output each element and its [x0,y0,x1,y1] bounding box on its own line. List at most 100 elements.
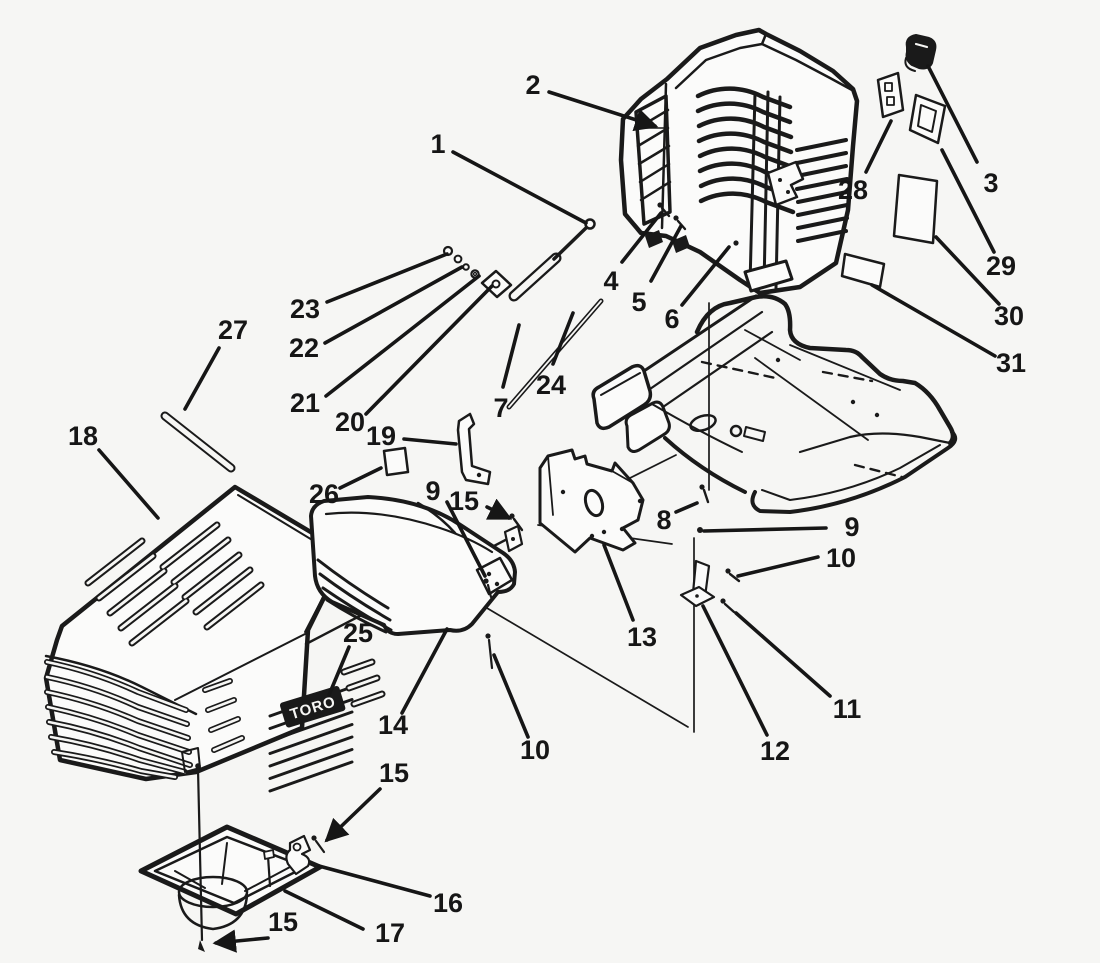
leader-line-7-6 [501,323,521,389]
hood-grille-bars [44,659,193,780]
pod-bracket [475,556,514,596]
leader-line-24-27 [551,311,575,366]
leader-line-17-19 [283,889,365,931]
callout-label-26-29: 26 [309,479,339,509]
pod-grille-bars [316,558,393,634]
leader-line-14-13 [400,627,449,715]
callout-label-2-1: 2 [525,70,540,100]
leader-line-5-4 [649,224,683,283]
callout-label-29-32: 29 [986,251,1016,281]
grille-housing [618,27,860,296]
callout-label-9-8: 9 [844,512,859,542]
callout-label-16-18: 16 [433,888,463,918]
callout-label-13-12: 13 [627,622,657,652]
leader-line-8-7 [674,501,699,514]
callout-label-21-24: 21 [290,388,320,418]
callout-label-18-21: 18 [68,421,98,451]
callout-label-24-27: 24 [536,370,566,400]
leader-line-28-31 [864,119,893,174]
callout-label-10-16: 10 [520,735,550,765]
leader-line-26-29 [338,466,383,490]
leader-line-12-11 [701,604,769,737]
callout-label-20-23: 20 [335,407,365,437]
leader-line-18-21 [97,448,160,520]
clevis-bracket [480,269,513,299]
callout-label-17-19: 17 [375,918,405,948]
hinge-tab [766,160,805,207]
callout-label-7-6: 7 [493,393,508,423]
callout-label-3-2: 3 [983,168,998,198]
callout-label-12-11: 12 [760,736,790,766]
callout-label-5-4: 5 [631,287,646,317]
leader-line-23-26 [325,252,449,304]
leader-line-9-8 [702,526,828,533]
callout-label-22-25: 22 [289,333,319,363]
callout-label-15-17: 15 [379,758,409,788]
right-fasteners [697,484,741,614]
spacer-21 [462,263,470,271]
grille-pod [309,495,524,636]
decal-31 [840,252,886,289]
frame [591,294,958,514]
callout-label-19-22: 19 [366,421,396,451]
callout-label-10-9: 10 [826,543,856,573]
callout-label-31-34: 31 [996,348,1026,378]
callout-label-27-30: 27 [218,315,248,345]
leader-line-3-2 [926,64,979,164]
leader-line-27-30 [183,346,221,411]
leader-line-15-14 [485,498,513,520]
trim-strip [160,411,236,473]
leader-line-4-3 [620,211,663,264]
leader-line-15-20 [212,929,270,953]
callout-label-15-14: 15 [449,486,479,516]
leader-line-20-23 [364,284,494,416]
leader-line-2-1 [547,90,659,132]
leader-line-29-32 [940,148,996,254]
callout-label-11-10: 11 [833,694,862,724]
strut-rod [552,225,589,261]
callout-label-14-13: 14 [378,710,408,740]
hood-latch [285,834,326,876]
leader-line-25-28 [327,645,351,697]
decal-26 [382,446,410,477]
callout-label-25-28: 25 [343,618,373,648]
callout-label-9-15: 9 [425,476,440,506]
leader-line-31-34 [870,283,997,358]
leader-line-6-5 [680,245,731,307]
leader-line-10-16 [492,653,530,739]
knob [904,34,937,72]
washer-22 [453,254,463,264]
hinge-bracket [456,412,492,486]
callout-label-1-0: 1 [430,129,445,159]
leader-line-16-18 [317,864,432,898]
leader-line-10-9 [736,555,820,578]
leader-line-19-22 [402,437,458,446]
leader-line-21-24 [324,274,481,398]
callout-label-4-3: 4 [603,266,618,296]
support-bracket-12 [679,559,716,608]
callout-label-23-26: 23 [290,294,320,324]
leader-line-13-12 [602,543,635,622]
pivot-screw [195,763,205,952]
callout-label-30-33: 30 [994,301,1024,331]
leader-line-22-25 [323,265,464,345]
leader-line-11-10 [734,611,832,698]
hood-louvers [84,521,265,647]
callout-label-8-7: 8 [656,505,671,535]
leader-line-1-0 [451,150,588,225]
hood-part [43,484,349,782]
plate-29 [908,93,947,145]
plate-28 [876,71,905,119]
callout-label-6-5: 6 [664,304,679,334]
leader-line-15-17 [324,787,382,843]
callout-label-15-20: 15 [268,907,298,937]
leader-line-30-33 [934,235,1001,306]
callout-label-28-31: 28 [838,175,868,205]
leader-line-9-15 [445,500,487,578]
hood-latch-tab [181,747,201,773]
right-louvers [795,138,849,243]
support-panel [538,448,645,554]
